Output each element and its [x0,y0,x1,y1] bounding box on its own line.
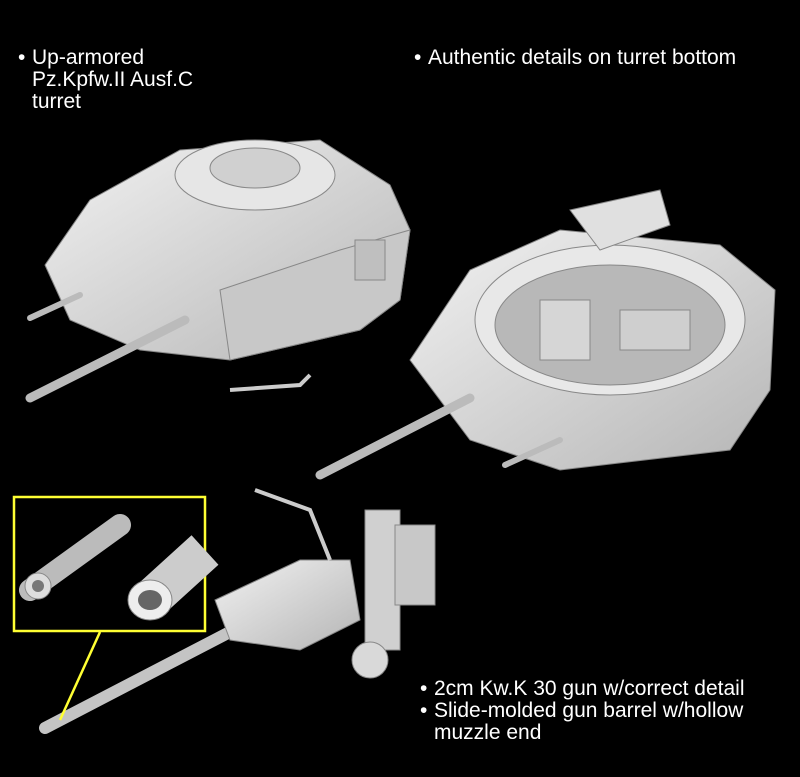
muzzle-detail-inset [12,495,219,721]
turret-bottom-render [315,189,776,480]
caption-turret-bottom: •Authentic details on turret bottom [414,46,737,69]
gun-render [39,488,436,734]
turret-top-render [25,139,411,403]
caption-gun: •2cm Kw.K 30 gun w/correct detail •Slide… [420,677,745,744]
caption-turret-top: •Up-armored Pz.Kpfw.II Ausf.C turret [18,46,194,113]
